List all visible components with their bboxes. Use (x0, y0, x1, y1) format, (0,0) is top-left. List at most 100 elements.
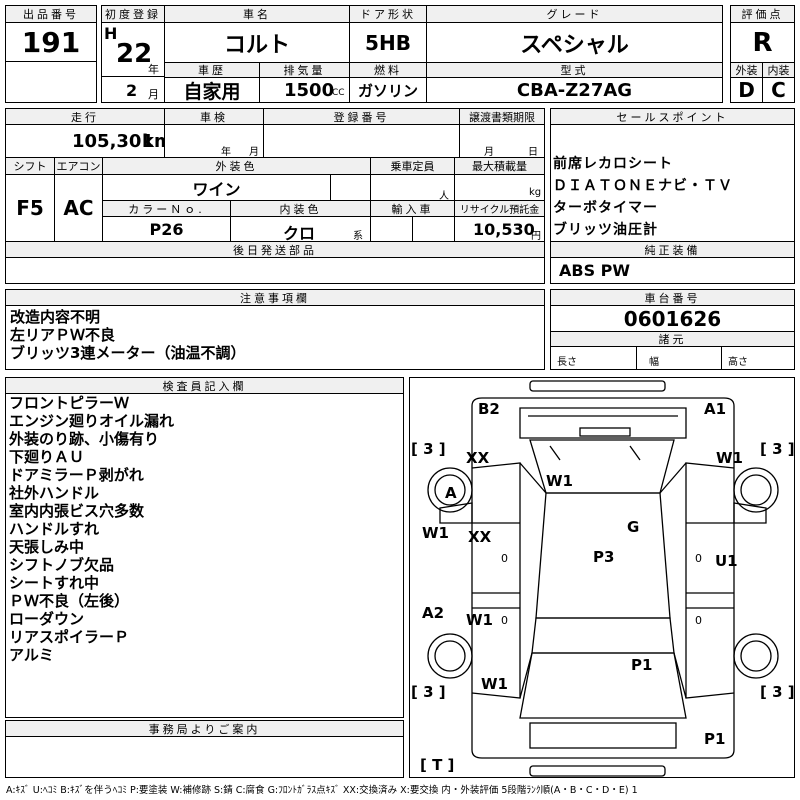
yen-unit: 円 (531, 231, 541, 242)
notes-box: 改造内容不明 左リアＰＷ不良 ブリッツ3連メーター（油温不調） (5, 305, 545, 370)
inspector-label: 検査員記入欄 (5, 377, 404, 394)
damage-mark: P3 (593, 548, 615, 566)
damage-mark: XX (468, 528, 492, 546)
fuel-value: ガソリン (349, 77, 427, 103)
history-label: 車歴 (164, 62, 260, 78)
sales-point-item: ＤＩＡＴＯＮＥナビ・ＴＶ (553, 178, 733, 194)
damage-mark: W1 (546, 472, 573, 490)
office-label: 事務局よりご案内 (5, 720, 404, 737)
zero-mark: 0 (695, 552, 702, 565)
kei-unit: 系 (353, 231, 363, 242)
genuine-equip-box: ABS PW (550, 257, 795, 284)
capacity-label: 乗車定員 (370, 157, 455, 175)
note-item: ブリッツ3連メーター（油温不調） (10, 344, 246, 362)
sales-points-box: 前席レカロシート ＤＩＡＴＯＮＥナビ・ＴＶ ターボタイマー ブリッツ油圧計 (550, 124, 795, 254)
transfer-day-unit: 日 (528, 147, 538, 158)
color-no-value: P26 (102, 216, 231, 242)
int-color-label: 内装色 (230, 200, 371, 217)
tread-rear-left: [ 3 ] (411, 683, 446, 701)
ext-color-blank (330, 174, 371, 201)
transfer-month-unit: 月 (484, 147, 494, 158)
genuine-equip-label: 純正装備 (550, 241, 795, 258)
reg-no-cell (263, 124, 460, 158)
interior-grade: C (762, 77, 795, 103)
damage-mark: B2 (478, 400, 500, 418)
color-no-label: カラーＮｏ. (102, 200, 231, 217)
legend-text: A:ｷｽﾞ U:ﾍｺﾐ B:ｷｽﾞを伴うﾍｺﾐ P:要塗装 W:補修跡 S:錆 … (6, 785, 638, 796)
ext-color-value: ワイン (102, 174, 331, 201)
inspection-month-unit: 月 (249, 147, 259, 158)
max-load-cell: kg (454, 174, 545, 201)
int-color-cell: クロ 系 (230, 216, 371, 242)
note-item: 改造内容不明 (10, 308, 101, 326)
km-unit: km (142, 131, 164, 152)
ext-color-label: 外装色 (102, 157, 371, 175)
month-unit: 月 (148, 88, 159, 101)
damage-mark: P1 (631, 656, 653, 674)
door-value: 5HB (349, 22, 427, 63)
person-unit: 人 (439, 191, 449, 201)
chassis-no-label: 車台番号 (550, 289, 795, 306)
history-value: 自家用 (164, 77, 260, 103)
damage-mark: A1 (704, 400, 727, 418)
car-diagram-box: B2 A1 XX W1 W1 A G W1 XX P3 U1 A2 W1 P1 … (409, 377, 795, 778)
int-color-value: クロ (283, 224, 316, 242)
import-cell-b (412, 216, 455, 242)
inspector-item: シフトノブ欠品 (9, 556, 115, 574)
inspector-item: フロントピラーＷ (9, 394, 130, 412)
cc-unit: CC (332, 88, 345, 98)
first-reg-year-cell: H 22 年 (101, 22, 165, 77)
office-box (5, 736, 404, 778)
model-code-value: CBA-Z27AG (426, 77, 723, 103)
genuine-equip-value: ABS PW (559, 261, 631, 280)
height-cell: 高さ (721, 346, 795, 370)
recycle-value: 10,530 (473, 220, 535, 239)
displacement-label: 排気量 (259, 62, 350, 78)
mileage-cell: 105,301 km (5, 124, 165, 158)
car-name-value: コルト (164, 22, 350, 63)
era-label: H (104, 24, 118, 43)
first-reg-label: 初度登録 (101, 5, 165, 23)
recycle-cell: 10,530 円 (454, 216, 545, 242)
inspector-item: 室内内張ビス穴多数 (9, 502, 145, 520)
zero-mark: 0 (695, 614, 702, 627)
aircon-value: AC (54, 174, 103, 242)
transfer-deadline-label: 譲渡書類期限 (459, 108, 545, 125)
car-name-label: 車名 (164, 5, 350, 23)
inspector-item: ローダウン (9, 610, 85, 628)
sales-point-item: ターボタイマー (553, 200, 658, 216)
recycle-label: リサイクル預託金 (454, 200, 545, 217)
specs-label: 諸元 (550, 331, 795, 347)
damage-mark: W1 (422, 524, 449, 542)
shift-value: F5 (5, 174, 55, 242)
damage-mark: P1 (704, 730, 726, 748)
sales-point-item: ブリッツ油圧計 (553, 222, 658, 238)
fuel-label: 燃料 (349, 62, 427, 78)
inspection-cell: 年 月 (164, 124, 264, 158)
later-parts-label: 後日発送部品 (5, 241, 545, 258)
tread-front-right: [ 3 ] (760, 440, 795, 458)
damage-mark: W1 (481, 675, 508, 693)
lot-no-label: 出品番号 (5, 5, 97, 23)
damage-mark: W1 (716, 449, 743, 467)
reg-no-label: 登録番号 (263, 108, 460, 125)
first-reg-month-cell: 2 月 (101, 76, 165, 103)
tread-spare: [ T ] (420, 756, 455, 774)
length-cell: 長さ (550, 346, 637, 370)
sales-points-label: セールスポイント (550, 108, 795, 125)
tread-front-left: [ 3 ] (411, 440, 446, 458)
length-label: 長さ (557, 357, 577, 368)
inspector-item: 天張しみ中 (9, 538, 85, 556)
mileage-label: 走行 (5, 108, 165, 125)
tread-rear-right: [ 3 ] (760, 683, 795, 701)
notes-label: 注意事項欄 (5, 289, 545, 306)
inspector-item: エンジン廻りオイル漏れ (9, 412, 175, 430)
inspector-item: アルミ (9, 646, 54, 664)
score-label: 評価点 (730, 5, 795, 23)
sales-points-list: 前席レカロシート ＤＩＡＴＯＮＥナビ・ＴＶ ターボタイマー ブリッツ油圧計 (553, 153, 733, 241)
door-label: ドア形状 (349, 5, 427, 23)
inspector-item: 社外ハンドル (9, 484, 100, 502)
notes-list: 改造内容不明 左リアＰＷ不良 ブリッツ3連メーター（油温不調） (10, 308, 245, 362)
width-label: 幅 (649, 357, 659, 368)
later-parts-box (5, 257, 545, 284)
